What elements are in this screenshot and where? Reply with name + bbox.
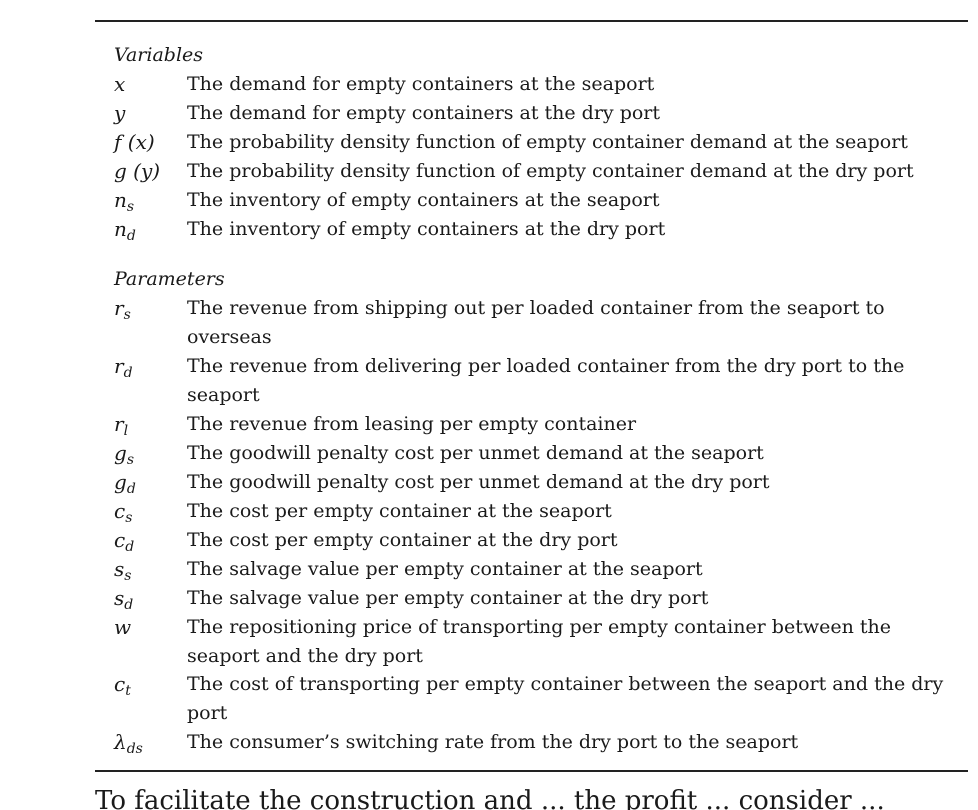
- definition-text: The demand for empty containers at the d…: [187, 102, 661, 124]
- parameters-heading: Parameters: [114, 268, 225, 290]
- definition-text: The repositioning price of transporting …: [187, 616, 891, 667]
- definition-text: The probability density function of empt…: [187, 160, 914, 182]
- symbol: λds: [114, 728, 187, 757]
- definition-text: The probability density function of empt…: [187, 131, 908, 153]
- symbol-subscript: d: [123, 365, 133, 381]
- symbol-base: y: [114, 101, 126, 125]
- symbol: ct: [114, 670, 187, 699]
- symbol-base: r: [114, 412, 124, 436]
- symbol-base: r: [114, 296, 124, 320]
- definition-row: x The demand for empty containers at the …: [114, 70, 954, 99]
- definition-text: The goodwill penalty cost per unmet dema…: [187, 471, 770, 493]
- symbol-subscript: d: [124, 597, 134, 613]
- continuation-text: To facilitate the construction and ... t…: [95, 786, 885, 810]
- symbol-subscript: t: [125, 683, 131, 699]
- symbol-base: g: [114, 470, 127, 494]
- symbol-base: s: [114, 586, 125, 610]
- symbol-subscript: s: [123, 307, 131, 323]
- definition-text: The revenue from shipping out per loaded…: [187, 297, 885, 348]
- symbol-base: g: [114, 159, 127, 183]
- definition-row: y The demand for empty containers at the …: [114, 99, 954, 128]
- symbol-base: f: [114, 130, 122, 154]
- symbol-subscript: l: [123, 423, 129, 439]
- symbol-subscript: ds: [126, 741, 143, 757]
- symbol-base: x: [114, 72, 126, 96]
- symbol: y: [114, 99, 187, 128]
- symbol: f (x): [114, 128, 187, 157]
- definition-row: f (x)The probability density function of…: [114, 128, 954, 157]
- symbol: cs: [114, 497, 187, 526]
- symbol: gd: [114, 468, 187, 497]
- definition-text: The inventory of empty containers at the…: [187, 218, 666, 240]
- definition-text: The revenue from delivering per loaded c…: [187, 355, 905, 406]
- symbol: w: [114, 613, 187, 642]
- symbol-base: r: [114, 354, 124, 378]
- definition-text: The salvage value per empty container at…: [187, 558, 703, 580]
- definition-text: The cost per empty container at the dry …: [187, 529, 618, 551]
- symbol-base: c: [114, 528, 126, 552]
- definition-text: The goodwill penalty cost per unmet dema…: [187, 442, 764, 464]
- symbol-subscript: d: [125, 539, 135, 555]
- symbol-base: w: [114, 615, 132, 639]
- symbol-base: c: [114, 499, 126, 523]
- symbol: nd: [114, 215, 187, 244]
- symbol: sd: [114, 584, 187, 613]
- symbol-base: s: [114, 557, 125, 581]
- symbol-subscript: s: [124, 568, 132, 584]
- definition-text: The consumer’s switching rate from the d…: [187, 731, 799, 753]
- definition-row: w The repositioning price of transporting…: [114, 613, 954, 670]
- definition-text: The demand for empty containers at the s…: [187, 73, 655, 95]
- symbol-subscript: s: [125, 510, 133, 526]
- variables-heading: Variables: [114, 44, 204, 66]
- symbol-subscript: d: [126, 481, 136, 497]
- symbol-subscript: s: [126, 452, 134, 468]
- table-top-rule: [95, 20, 968, 22]
- symbol-base: λ: [114, 730, 127, 754]
- symbol: rs: [114, 294, 187, 323]
- definition-row: g (y)The probability density function of…: [114, 157, 954, 186]
- symbol: rl: [114, 410, 187, 439]
- symbol: ss: [114, 555, 187, 584]
- symbol-subscript: s: [126, 199, 135, 215]
- symbol-base: g: [114, 441, 127, 465]
- symbol-argument: (y): [126, 159, 161, 183]
- symbol-argument: (x): [121, 130, 155, 154]
- symbol-base: c: [114, 672, 126, 696]
- definition-text: The salvage value per empty container at…: [187, 587, 709, 609]
- definition-text: The inventory of empty containers at the…: [187, 189, 660, 211]
- symbol: ns: [114, 186, 187, 215]
- symbol: rd: [114, 352, 187, 381]
- symbol: g (y): [114, 157, 187, 186]
- symbol-base: n: [114, 217, 127, 241]
- symbol: cd: [114, 526, 187, 555]
- table-bottom-rule: [95, 770, 968, 772]
- definition-text: The cost per empty container at the seap…: [187, 500, 612, 522]
- definition-text: The revenue from leasing per empty conta…: [187, 413, 637, 435]
- definition-text: The cost of transporting per empty conta…: [187, 673, 944, 724]
- symbol: x: [114, 70, 187, 99]
- symbol-subscript: d: [126, 228, 136, 244]
- symbol: gs: [114, 439, 187, 468]
- symbol-base: n: [114, 188, 127, 212]
